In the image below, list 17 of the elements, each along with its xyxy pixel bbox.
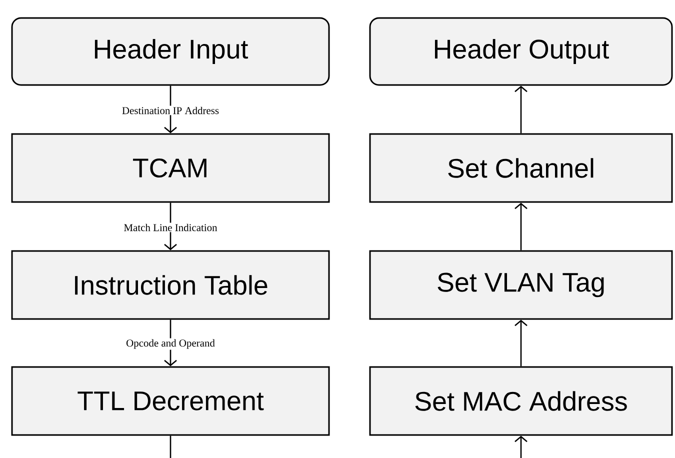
process-box: Set Channel — [369, 133, 673, 203]
edge-label: Match Line Indication — [122, 222, 218, 232]
arrow — [164, 86, 177, 134]
process-box: Instruction Table — [11, 250, 330, 320]
rounded-box: Header Input — [11, 17, 330, 86]
process-box: TTL Decrement — [11, 366, 330, 436]
rounded-box: Header Output — [369, 17, 673, 86]
process-box: Set VLAN Tag — [369, 250, 673, 320]
process-box: TCAM — [11, 133, 330, 203]
arrow — [164, 202, 177, 250]
arrow — [514, 86, 528, 134]
arrow — [514, 202, 528, 250]
edge-label: Destination IP Address — [120, 106, 220, 116]
process-box: Set MAC Address — [369, 366, 673, 436]
arrow — [514, 320, 528, 366]
arrow — [514, 436, 528, 458]
edge-label: Opcode and Operand — [125, 338, 216, 350]
